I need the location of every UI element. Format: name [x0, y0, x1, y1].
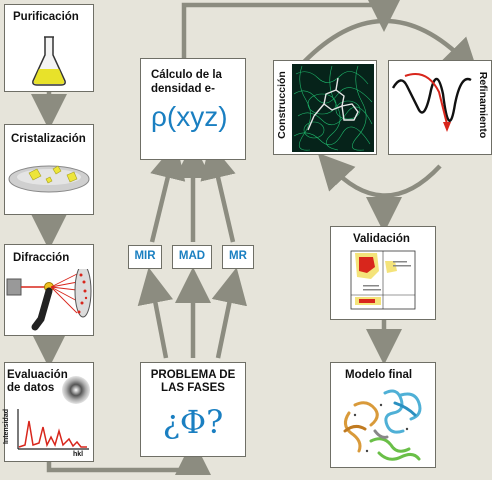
crystal-drop-icon	[8, 165, 90, 193]
box-purificacion: Purificación	[4, 4, 94, 92]
arrow-problema-to-mir	[137, 267, 174, 359]
box-refinamiento: Refinamiento	[388, 60, 492, 155]
box-validacion: Validación	[330, 226, 436, 320]
box-modelo-final: Modelo final	[330, 362, 436, 468]
box-problema-fases: PROBLEMA DE LAS FASES ¿Φ?	[140, 362, 246, 457]
protein-ribbon-model-icon	[343, 389, 422, 461]
rho-xyz-formula: ρ(xyz)	[151, 101, 228, 132]
box-difraccion: Difracción	[4, 244, 94, 336]
intensidad-axis-label: Intensidad	[3, 408, 11, 445]
arrow-problema-to-mr	[211, 267, 248, 359]
problema-title-1: PROBLEMA DE	[150, 369, 236, 381]
evaluacion-title-2: de datos	[7, 382, 55, 394]
calculo-title-2: densidad e-	[151, 83, 215, 95]
difraccion-title: Difracción	[13, 252, 70, 264]
arrow-mr-to-calculo	[200, 142, 236, 243]
method-mr: MR	[222, 245, 254, 269]
method-mad: MAD	[172, 245, 212, 269]
modelo-final-title: Modelo final	[345, 369, 413, 381]
phi-symbol: ¿Φ?	[162, 403, 224, 441]
cristalizacion-title: Cristalización	[11, 133, 86, 145]
validacion-title: Validación	[353, 233, 410, 245]
evaluacion-title-1: Evaluación	[7, 369, 68, 381]
calculo-title-1: Cálculo de la	[151, 69, 222, 81]
intensity-plot-icon	[17, 409, 89, 450]
arrow-calculo-to-top	[181, 0, 402, 58]
ramachandran-plot-icon	[350, 250, 416, 310]
cycle-arc-bottom	[317, 152, 442, 198]
arrow-eval-to-problema	[46, 439, 211, 475]
flask-icon	[32, 36, 66, 86]
electron-density-map-icon	[292, 64, 374, 152]
purificacion-title: Purificación	[13, 11, 79, 23]
method-mir: MIR	[128, 245, 162, 269]
box-cristalizacion: Cristalización	[4, 124, 94, 215]
diffraction-image-icon	[62, 376, 90, 404]
diffraction-setup-icon	[6, 269, 92, 331]
construccion-label: Construcción	[276, 71, 288, 139]
arrow-mir-to-calculo	[149, 142, 186, 243]
problema-title-2: LAS FASES	[161, 382, 225, 394]
box-evaluacion: Evaluación de datos Intensidad hkl	[3, 362, 94, 462]
cycle-arc-top	[302, 18, 479, 75]
refinamiento-label: Refinamiento	[477, 71, 489, 139]
hkl-axis-label: hkl	[73, 451, 84, 458]
box-calculo-densidad: Cálculo de la densidad e- ρ(xyz)	[140, 58, 246, 160]
box-construccion: Construcción	[273, 60, 377, 155]
energy-minimization-curve-icon	[391, 73, 472, 132]
